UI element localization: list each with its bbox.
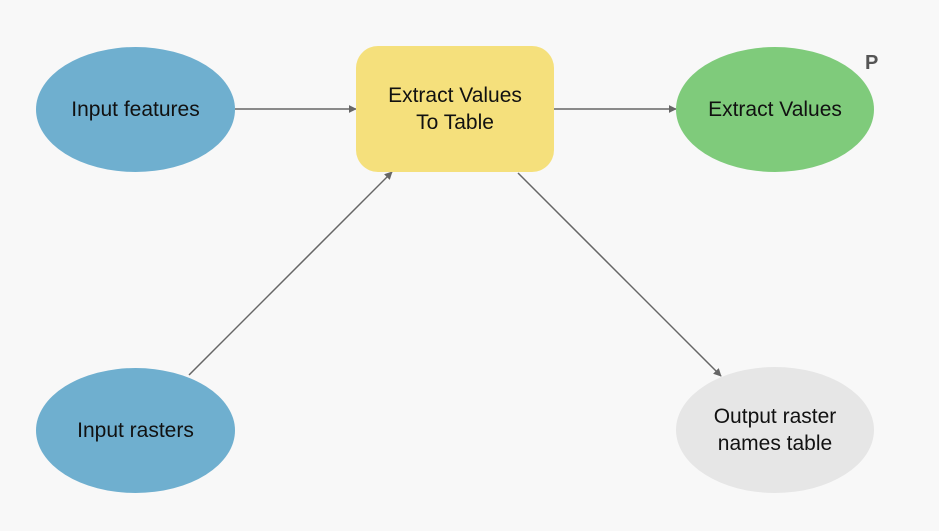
- node-output-extract-values-label: Extract Values: [708, 98, 842, 121]
- node-tool-extract-values-to-table[interactable]: Extract Values To Table: [356, 46, 554, 172]
- node-tool-label-line1: Extract Values: [388, 84, 522, 107]
- node-tool-label: Extract Values To Table: [378, 82, 532, 136]
- parameter-flag: P: [865, 52, 879, 74]
- node-input-features-label: Input features: [71, 98, 200, 121]
- node-output-raster-names-label: Output raster names table: [704, 403, 847, 457]
- connector-tool-to-output-raster-names[interactable]: [517, 172, 722, 377]
- connector-input-rasters-to-tool[interactable]: [188, 171, 393, 376]
- node-input-rasters[interactable]: Input rasters: [36, 368, 235, 493]
- node-input-rasters-label: Input rasters: [77, 419, 194, 442]
- node-output-raster-names-line2: names table: [717, 432, 833, 455]
- node-output-raster-names-line1: Output raster: [713, 405, 837, 428]
- node-tool-label-line2: To Table: [416, 111, 494, 134]
- node-output-extract-values[interactable]: Extract Values: [676, 47, 874, 172]
- node-output-raster-names-table[interactable]: Output raster names table: [676, 367, 874, 493]
- node-input-features[interactable]: Input features: [36, 47, 235, 172]
